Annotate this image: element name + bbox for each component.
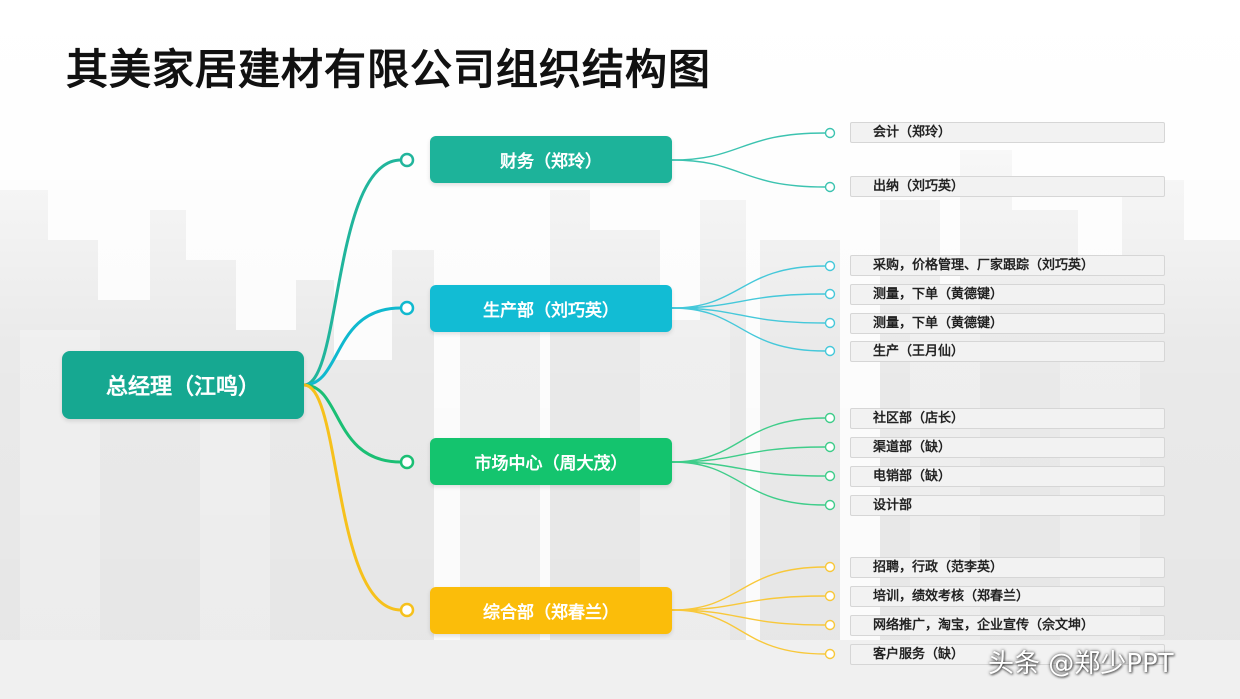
leaf-production-measure-order-2: 测量，下单（黄德键） <box>850 313 1165 334</box>
page-title: 其美家居建材有限公司组织结构图 <box>66 45 712 94</box>
connector-marketing-leaf-2 <box>671 446 826 463</box>
connector-marketing-leaf-4 <box>671 461 826 506</box>
connector-production-leaf-4 <box>671 307 826 352</box>
node-circle-general-affairs-leaf-3 <box>824 619 836 631</box>
dept-node-general-affairs: 综合部（郑春兰） <box>430 587 672 634</box>
connector-root-to-finance <box>302 158 403 387</box>
node-circle-general-affairs <box>399 602 415 618</box>
connector-root-to-marketing <box>302 383 403 464</box>
leaf-marketing-telesales: 电销部（缺） <box>850 466 1165 487</box>
leaf-general-customer-service: 客户服务（缺） <box>850 644 1165 665</box>
node-circle-production-leaf-1 <box>824 260 836 272</box>
node-circle-marketing-leaf-4 <box>824 499 836 511</box>
dept-node-marketing: 市场中心（周大茂） <box>430 438 672 485</box>
node-circle-finance-leaf-1 <box>824 127 836 139</box>
connector-general-affairs-leaf-1 <box>671 566 826 611</box>
leaf-marketing-design: 设计部 <box>850 495 1165 516</box>
connector-root-to-production <box>302 306 403 387</box>
leaf-general-promotion: 网络推广，淘宝，企业宣传（佘文坤） <box>850 615 1165 636</box>
node-circle-general-affairs-leaf-4 <box>824 648 836 660</box>
connector-finance-leaf-2 <box>671 159 826 188</box>
node-circle-finance <box>399 152 415 168</box>
leaf-production-manufacturing: 生产（王月仙） <box>850 341 1165 362</box>
connector-finance-leaf-1 <box>671 132 826 161</box>
leaf-production-purchasing: 采购，价格管理、厂家跟踪（刘巧英） <box>850 255 1165 276</box>
connector-production-leaf-1 <box>671 265 826 309</box>
leaf-general-recruiting: 招聘，行政（范李英） <box>850 557 1165 578</box>
leaf-general-training: 培训，绩效考核（郑春兰） <box>850 586 1165 607</box>
watermark: 头条 @郑少PPT <box>988 649 1174 679</box>
connector-marketing-leaf-1 <box>671 417 826 463</box>
leaf-marketing-community: 社区部（店长） <box>850 408 1165 429</box>
root-node-general-manager: 总经理（江鸣） <box>62 351 304 419</box>
node-circle-general-affairs-leaf-2 <box>824 590 836 602</box>
node-circle-marketing-leaf-3 <box>824 470 836 482</box>
dept-node-production: 生产部（刘巧英） <box>430 285 672 332</box>
node-circle-marketing <box>399 454 415 470</box>
dept-node-finance: 财务（郑玲） <box>430 136 672 183</box>
connector-root-to-general-affairs <box>302 383 403 612</box>
node-circle-marketing-leaf-1 <box>824 412 836 424</box>
node-circle-general-affairs-leaf-1 <box>824 561 836 573</box>
node-circle-production-leaf-2 <box>824 288 836 300</box>
node-circle-production-leaf-4 <box>824 345 836 357</box>
node-circle-finance-leaf-2 <box>824 181 836 193</box>
connector-marketing-leaf-3 <box>671 461 826 477</box>
node-circle-production <box>399 300 415 316</box>
connector-general-affairs-leaf-4 <box>671 609 826 655</box>
leaf-production-measure-order-1: 测量，下单（黄德键） <box>850 284 1165 305</box>
connector-production-leaf-2 <box>671 293 826 309</box>
leaf-finance-accounting: 会计（郑玲） <box>850 122 1165 143</box>
leaf-finance-cashier: 出纳（刘巧英） <box>850 176 1165 197</box>
connector-production-leaf-3 <box>671 307 826 324</box>
connector-general-affairs-leaf-3 <box>671 609 826 626</box>
connector-general-affairs-leaf-2 <box>671 595 826 611</box>
node-circle-marketing-leaf-2 <box>824 441 836 453</box>
node-circle-production-leaf-3 <box>824 317 836 329</box>
leaf-marketing-channel: 渠道部（缺） <box>850 437 1165 458</box>
